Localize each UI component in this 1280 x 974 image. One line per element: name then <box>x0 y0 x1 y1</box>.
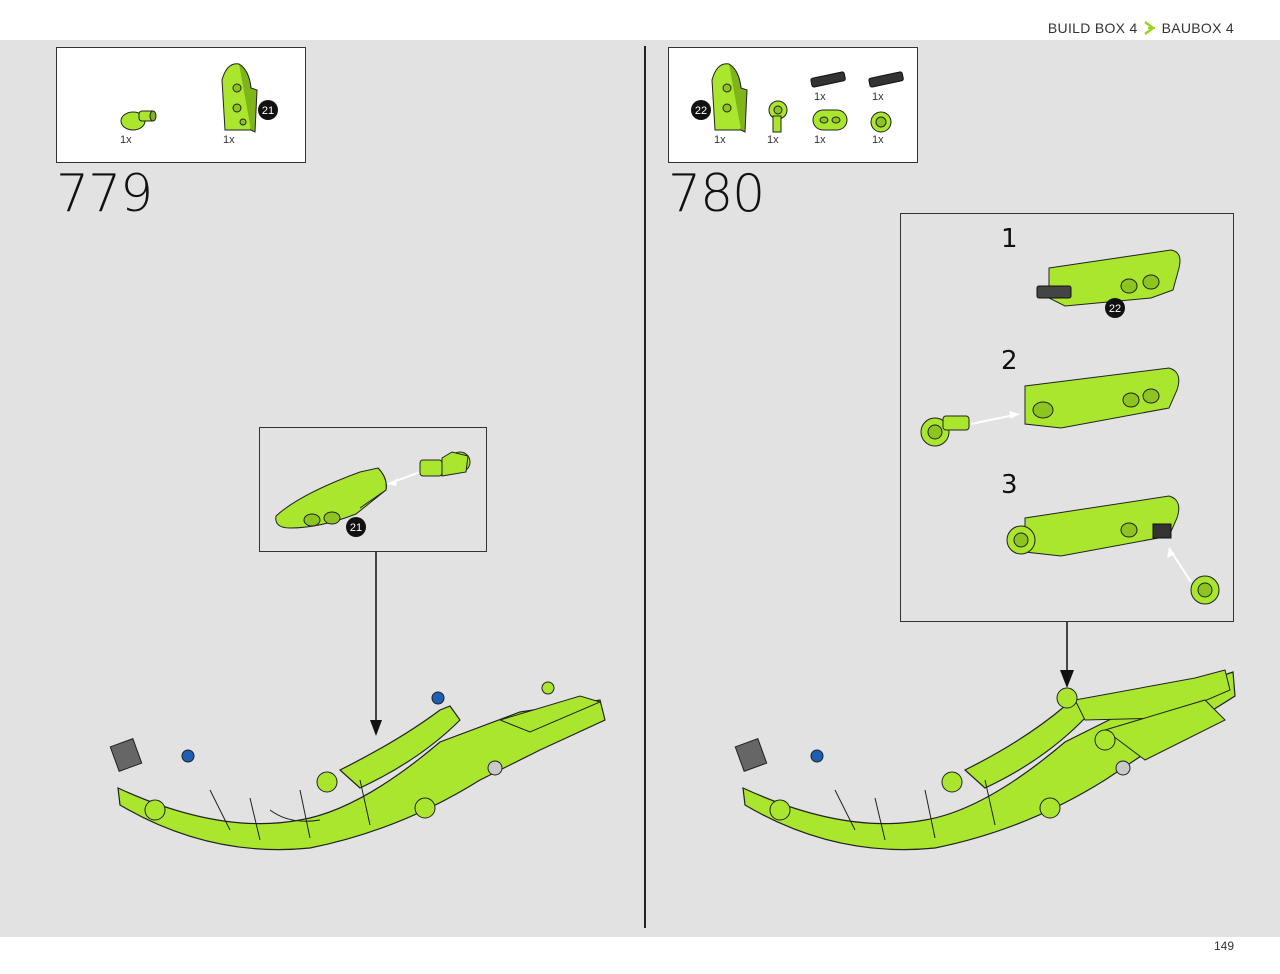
lime-panel-element-icon <box>711 63 748 133</box>
breadcrumb: BUILD BOX 4 BAUBOX 4 <box>1048 20 1234 36</box>
substep-1-assembly: 22 <box>1036 249 1181 318</box>
callout-arrow <box>1060 622 1074 688</box>
page-header: BUILD BOX 4 BAUBOX 4 <box>0 0 1280 40</box>
page-number: 149 <box>1213 939 1234 953</box>
badge-text: 22 <box>695 105 707 117</box>
lime-frame-model-step-780 <box>734 669 1236 851</box>
part-qty: 1x <box>767 134 779 146</box>
part-qty: 1x <box>120 134 132 146</box>
lime-panel-assembly: 21 <box>275 451 471 537</box>
part-qty: 1x <box>814 134 826 146</box>
part-qty: 1x <box>872 91 884 103</box>
page-footer <box>0 937 1280 974</box>
callout-arrow <box>370 552 382 736</box>
badge-text: 22 <box>1109 303 1121 315</box>
chevron-right-icon <box>1143 21 1155 35</box>
lime-panel-element-icon <box>221 63 258 133</box>
lime-angle-connector-icon <box>768 100 788 133</box>
lime-beam-icon <box>812 109 848 131</box>
callout-ref-badge: 22 <box>691 100 711 120</box>
lime-pin-connector-icon <box>120 110 157 131</box>
parts-list-step-780: 22 1x 1x 1x 1x 1x 1x <box>668 47 918 163</box>
baubox-label: BAUBOX 4 <box>1161 20 1234 36</box>
part-qty: 1x <box>814 91 826 103</box>
part-qty: 1x <box>223 134 235 146</box>
badge-text: 21 <box>262 105 274 117</box>
callout-ref-badge: 21 <box>258 100 278 120</box>
step-number: 780 <box>668 164 765 224</box>
substep-number: 1 <box>1001 224 1018 254</box>
sub-assembly-callout-step-780: 1 22 2 3 <box>900 213 1234 622</box>
badge-text: 21 <box>350 522 362 534</box>
assembly-callout-step-779: 21 <box>259 427 487 552</box>
step-number: 779 <box>56 164 153 224</box>
page-divider <box>644 46 646 928</box>
lime-bush-icon <box>870 111 892 133</box>
lime-frame-model-step-779 <box>109 681 606 851</box>
substep-number: 2 <box>1001 346 1018 376</box>
substep-2-assembly <box>920 367 1180 447</box>
part-qty: 1x <box>872 134 884 146</box>
substep-3-assembly <box>1006 495 1220 605</box>
black-axle-pin-icon <box>810 71 846 88</box>
black-axle-pin-icon <box>868 71 904 88</box>
substep-number: 3 <box>1001 470 1018 500</box>
parts-list-step-779: 1x 21 1x <box>56 47 306 163</box>
part-qty: 1x <box>714 134 726 146</box>
build-box-label: BUILD BOX 4 <box>1047 20 1138 36</box>
